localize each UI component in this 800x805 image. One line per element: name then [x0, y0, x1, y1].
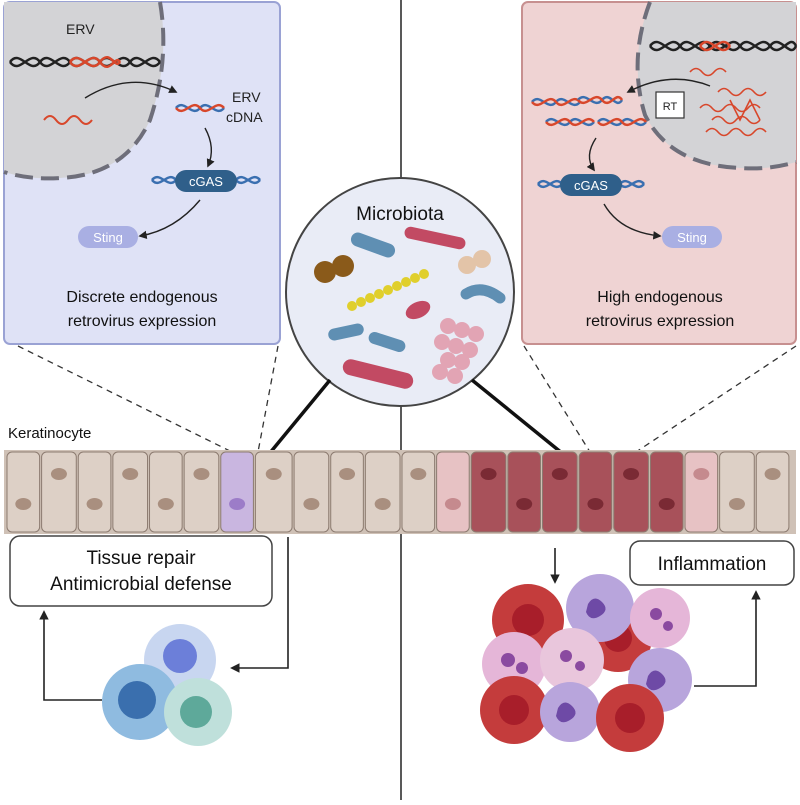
microbiota-label: Microbiota	[356, 204, 444, 225]
keratinocyte-label: Keratinocyte	[8, 425, 91, 442]
right-erv-panel: RT cGAS Sting High endogenous retrovirus…	[521, 1, 798, 345]
keratinocyte-cell	[401, 451, 436, 533]
keratinocyte-cell	[613, 451, 649, 533]
keratinocyte-nucleus	[86, 498, 103, 510]
keratinocyte-nucleus	[516, 498, 533, 510]
keratinocyte-cell	[719, 451, 755, 533]
keratinocyte-nucleus	[480, 468, 497, 480]
keratinocyte-nucleus	[374, 498, 391, 510]
right-sting-pill	[662, 226, 722, 248]
inflammation-box	[629, 540, 795, 586]
right-sting-label: Sting	[677, 230, 707, 245]
right-cdna-helices-icon	[531, 95, 647, 127]
keratinocyte-nucleus	[193, 468, 210, 480]
left-cgas-pill	[175, 170, 237, 192]
keratinocyte-cell	[41, 451, 77, 533]
keratinocyte-cell	[507, 451, 541, 533]
left-immune-cells	[102, 624, 232, 746]
keratinocyte-nucleus	[229, 498, 246, 510]
keratinocyte-nucleus	[157, 498, 174, 510]
arrow-keratinocyte-to-immune-left	[230, 537, 289, 673]
tissue-repair-box	[9, 535, 273, 607]
left-erv-label: ERV	[66, 21, 95, 37]
keratinocyte-nucleus	[551, 468, 568, 480]
keratinocyte-cell	[649, 451, 684, 533]
keratinocyte-cell	[578, 451, 613, 533]
keratinocyte-cell	[254, 451, 293, 533]
keratinocyte-nucleus	[623, 468, 640, 480]
left-caption-line2: retrovirus expression	[68, 313, 217, 330]
left-sting-pill	[78, 226, 138, 248]
keratinocyte-cells	[6, 451, 790, 533]
right-caption-line2: retrovirus expression	[586, 313, 735, 330]
keratinocyte-cell	[684, 451, 719, 533]
left-sting-label: Sting	[93, 230, 123, 245]
right-inflammatory-cells	[480, 574, 692, 752]
left-erv-panel: ERV ERV cDNA cGAS Sting Discrete endogen…	[3, 1, 281, 345]
left-dna-helix-icon	[8, 56, 162, 68]
keratinocyte-cell	[470, 451, 507, 533]
right-rt-label: RT	[663, 101, 678, 113]
keratinocyte-cell	[112, 451, 149, 533]
keratinocyte-nucleus	[303, 498, 320, 510]
keratinocyte-nucleus	[444, 498, 461, 510]
keratinocyte-nucleus	[728, 498, 745, 510]
left-caption-line1: Discrete endogenous	[66, 289, 217, 306]
right-rna-cluster-icon	[689, 67, 767, 137]
keratinocyte-cell	[183, 451, 220, 533]
zoom-guide-lines	[17, 345, 797, 453]
keratinocyte-nucleus	[658, 498, 675, 510]
left-rna-icon	[43, 115, 93, 125]
keratinocyte-cell	[220, 451, 254, 533]
keratinocyte-cell	[436, 451, 470, 533]
keratinocyte-nucleus	[15, 498, 32, 510]
keratinocyte-nucleus	[587, 498, 604, 510]
keratinocyte-nucleus	[265, 468, 282, 480]
left-cdna-label-1: ERV	[232, 89, 261, 105]
keratinocyte-cell	[541, 451, 578, 533]
keratinocyte-cell	[755, 451, 790, 533]
arrow-immune-to-repair	[39, 610, 102, 701]
keratinocyte-cell	[293, 451, 330, 533]
keratinocyte-cell	[149, 451, 183, 533]
left-cdna-label-2: cDNA	[226, 109, 263, 125]
left-cdna-helix-icon	[175, 103, 225, 113]
keratinocyte-nucleus	[122, 468, 139, 480]
right-caption-line1: High endogenous	[597, 289, 722, 306]
keratinocyte-cell	[77, 451, 112, 533]
keratinocyte-nucleus	[410, 468, 427, 480]
right-cgas-pill	[560, 174, 622, 196]
right-dna-helix-icon	[648, 40, 798, 52]
inflammation-label: Inflammation	[658, 554, 767, 575]
keratinocyte-cell	[6, 451, 41, 533]
tissue-repair-line2: Antimicrobial defense	[50, 574, 232, 595]
keratinocyte-nucleus	[339, 468, 356, 480]
microbe-icons	[314, 226, 506, 389]
keratinocyte-nucleus	[764, 468, 781, 480]
arrow-immune-to-inflammation	[694, 590, 761, 687]
right-cgas-label: cGAS	[574, 178, 608, 193]
keratinocyte-cell	[330, 451, 364, 533]
left-cgas-label: cGAS	[189, 174, 223, 189]
keratinocyte-cell	[364, 451, 401, 533]
microbiota-circle: Microbiota	[285, 177, 515, 407]
keratinocyte-nucleus	[50, 468, 67, 480]
tissue-repair-line1: Tissue repair	[86, 548, 196, 569]
keratinocyte-nucleus	[693, 468, 710, 480]
right-rt-box	[655, 91, 685, 119]
left-nucleus	[4, 2, 164, 179]
